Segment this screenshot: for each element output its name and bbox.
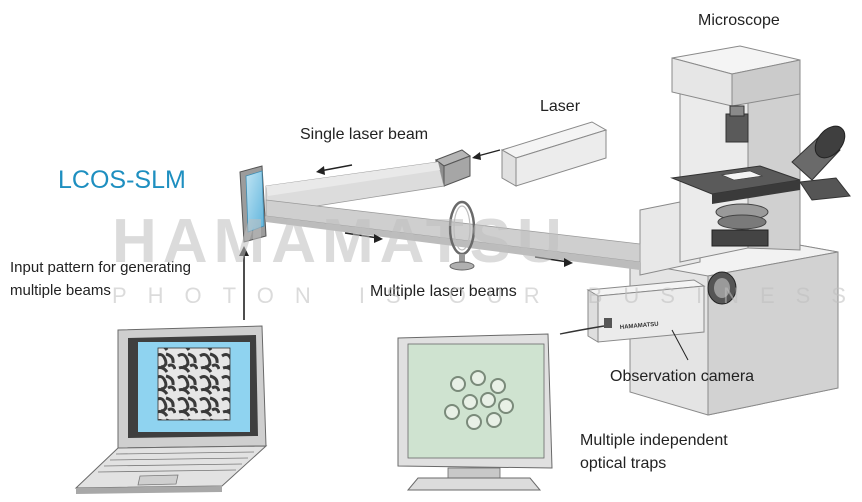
- laser-label: Laser: [540, 98, 581, 115]
- beam-arrow-from-slm: [344, 232, 383, 243]
- lens: [448, 200, 476, 271]
- optical-traps-label-line1: Multiple independent: [580, 432, 728, 449]
- input-pattern-label-line2: multiple beams: [10, 282, 111, 299]
- optical-trap-spots: [444, 370, 514, 430]
- monitor: [397, 333, 553, 491]
- camera-brand-label: HAMAMATSU: [620, 322, 659, 331]
- optical-traps-label-line2: optical traps: [580, 455, 666, 472]
- lcos-slm-device: [239, 165, 267, 243]
- beam-arrow-to-microscope: [534, 256, 573, 267]
- microscope: [629, 45, 851, 416]
- input-arrow-up: [239, 246, 249, 320]
- multiple-laser-beams-label: Multiple laser beams: [370, 283, 517, 300]
- lcos-slm-label: LCOS-SLM: [58, 166, 186, 194]
- beam-arrow-laser-to-prism: [472, 149, 501, 160]
- camera-leader-line: [671, 329, 689, 361]
- laptop: [74, 325, 268, 494]
- watermark-tagline: PHOTON IS OUR BUSINESS: [112, 283, 862, 308]
- watermark-brand: HAMAMATSU: [112, 207, 568, 276]
- input-pattern-label-line1: Input pattern for generating: [10, 259, 191, 276]
- camera-cable: [559, 325, 605, 335]
- single-laser-beam-label: Single laser beam: [300, 126, 428, 143]
- microscope-label: Microscope: [698, 12, 780, 29]
- hamamatsu-watermark: HAMAMATSU PHOTON IS OUR BUSINESS: [112, 207, 862, 308]
- beam-arrow-to-slm: [316, 164, 353, 175]
- laser-source: [500, 121, 608, 187]
- observation-camera-label: Observation camera: [610, 368, 754, 385]
